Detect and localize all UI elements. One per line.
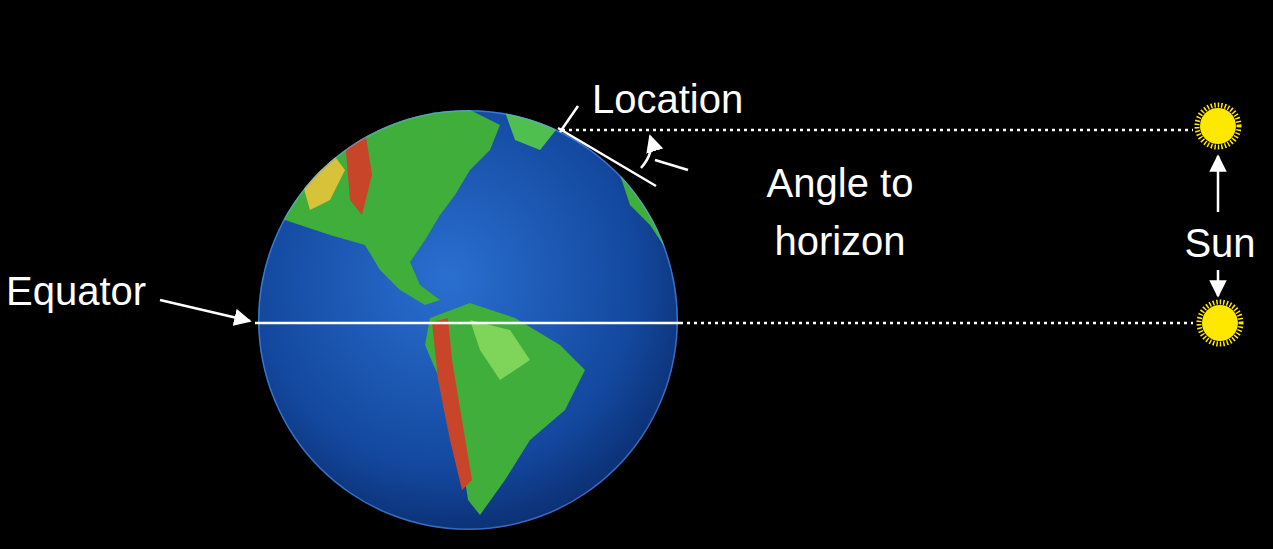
sun-arrow: [1217, 156, 1220, 212]
horizon-tangent: [558, 128, 656, 186]
angle-leader: [655, 160, 688, 170]
angle-arc: [641, 136, 651, 168]
sun-symbol: [1197, 105, 1239, 147]
sun-symbol: [1199, 302, 1241, 344]
globe: [258, 108, 690, 530]
sun-arrow: [1217, 270, 1220, 296]
sun-ray-line: [562, 130, 1193, 131]
equator-label: Equator: [6, 262, 146, 320]
equator-line: [255, 323, 1193, 324]
sun-label: Sun: [1184, 214, 1255, 272]
location-label: Location: [592, 70, 743, 128]
angle-label: Angle to horizon: [740, 154, 940, 270]
location-leader: [560, 106, 578, 132]
equator-leader: [160, 300, 250, 321]
